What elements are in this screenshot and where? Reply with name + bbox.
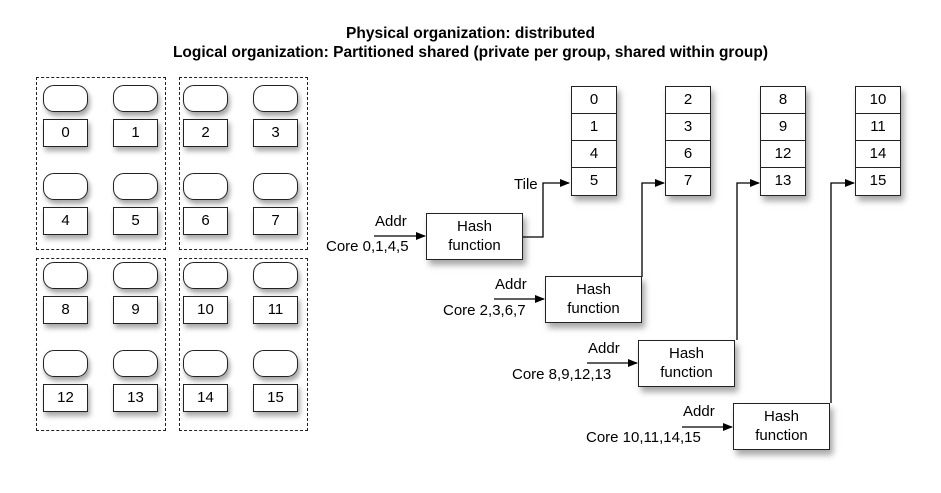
core [253,173,298,200]
bank-cell: 2 [666,87,710,114]
bank-cell: 9 [761,114,805,141]
core-label: Core 8,9,12,13 [512,366,612,383]
core-label: Core 10,11,14,15 [586,429,701,446]
bank-cell: 6 [666,141,710,168]
core [113,173,158,200]
bank-cell: 0 [572,87,616,114]
tile: 1 [113,119,158,147]
hash-function-box-3: Hash function [733,403,830,450]
tile-group-3 [179,258,308,431]
hash-line2: function [755,427,808,444]
core [183,173,228,200]
tile-arrow [830,179,855,403]
tile: 0 [43,119,88,147]
bank-cell: 13 [774,172,792,189]
core [43,262,88,289]
bank-cell: 15 [869,172,887,189]
core [113,350,158,377]
tile-arrow [736,179,760,340]
tile: 13 [113,384,158,412]
addr-label: Addr [375,213,407,230]
core [43,173,88,200]
hash-line2: function [448,237,501,254]
hash-function-box-1: Hash function [545,276,642,323]
bank-cell: 3 [666,114,710,141]
core [183,85,228,112]
hash-line1: Hash [575,281,612,298]
tile: 9 [113,296,158,324]
tile-bank-1: 2 3 6 7 [665,86,711,196]
tile-arrow [641,179,665,277]
core [183,262,228,289]
core [183,350,228,377]
core [43,350,88,377]
tile: 8 [43,296,88,324]
tile-bank-0: 0 1 4 5 [571,86,617,196]
tile-group-1 [179,77,308,250]
tile: 14 [183,384,228,412]
core [113,85,158,112]
tile: 6 [183,207,228,235]
core [43,85,88,112]
core-label: Core 0,1,4,5 [326,238,409,255]
core [253,262,298,289]
core-label: Core 2,3,6,7 [443,302,526,319]
bank-cell: 4 [572,141,616,168]
tile: 2 [183,119,228,147]
tile-group-0 [36,77,166,250]
addr-label: Addr [495,276,527,293]
title-physical: Physical organization: distributed [346,25,595,42]
tile: 15 [253,384,298,412]
tile-bank-3: 10 11 14 15 [855,86,901,196]
bank-cell: 10 [856,87,900,114]
bank-cell: 1 [572,114,616,141]
hash-line1: Hash [668,345,705,362]
hash-line1: Hash [763,408,800,425]
bank-cell: 14 [856,141,900,168]
title-logical: Logical organization: Partitioned shared… [172,44,769,61]
tile: 5 [113,207,158,235]
bank-cell: 12 [761,141,805,168]
tile: 10 [183,296,228,324]
bank-cell: 11 [856,114,900,141]
addr-label: Addr [683,403,715,420]
tile: 11 [253,296,298,324]
tile: 7 [253,207,298,235]
hash-line2: function [660,364,713,381]
bank-cell: 8 [761,87,805,114]
hash-function-box-0: Hash function [426,213,523,260]
bank-cell: 5 [589,172,599,189]
tile-bank-2: 8 9 12 13 [760,86,806,196]
hash-function-box-2: Hash function [638,340,735,387]
hash-line1: Hash [456,218,493,235]
addr-label: Addr [588,340,620,357]
tile-label: Tile [514,176,538,193]
hash-line2: function [567,300,620,317]
tile-group-2 [36,258,166,431]
tile: 12 [43,384,88,412]
core [253,85,298,112]
core [113,262,158,289]
core [253,350,298,377]
tile: 4 [43,207,88,235]
tile: 3 [253,119,298,147]
bank-cell: 7 [683,172,693,189]
tile-arrow [522,179,570,238]
